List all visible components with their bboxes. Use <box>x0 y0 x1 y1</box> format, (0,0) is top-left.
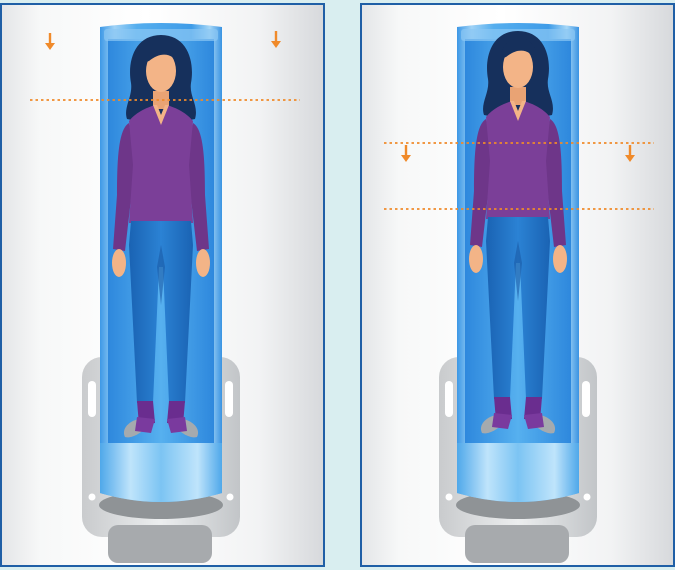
body-scanner <box>82 23 240 563</box>
arrow-down-icon <box>269 29 283 50</box>
arrow-down-icon <box>43 31 57 52</box>
scanner-panel-right <box>360 3 675 567</box>
arrow-down-icon <box>399 143 413 164</box>
scanner-panel-left <box>0 3 325 567</box>
arrow-down-icon <box>623 143 637 164</box>
body-scanner <box>439 23 597 563</box>
